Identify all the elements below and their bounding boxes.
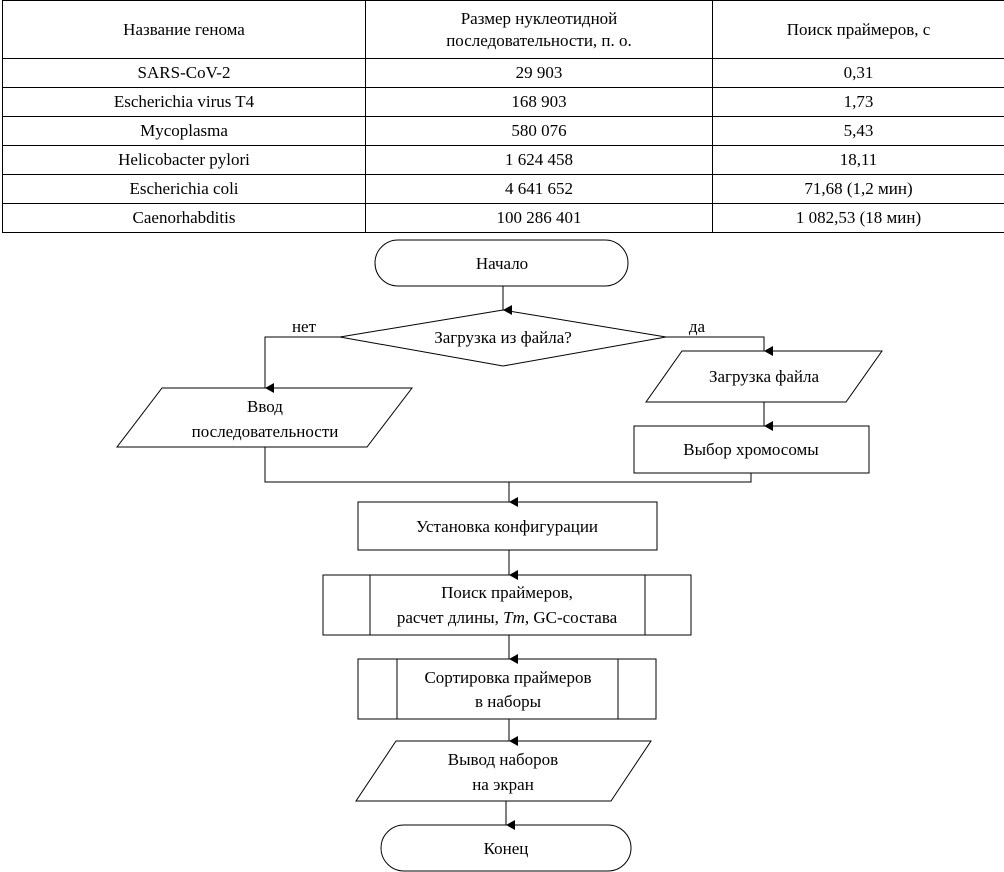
cell-genome-name: Escherichia coli <box>2 174 366 204</box>
cell-search-time: 1 082,53 (18 мин) <box>712 203 1004 233</box>
primer-search-line2-prefix: расчет длины, <box>397 608 503 627</box>
set-config-box <box>357 501 658 551</box>
output-sets-line2: на экран <box>472 775 534 794</box>
sort-primers-box <box>357 658 657 720</box>
cell-sequence-size: 168 903 <box>365 87 713 117</box>
header-search-time-line: Поиск праймеров, с <box>786 19 931 39</box>
sort-primers-line2: в наборы <box>475 692 542 711</box>
input-sequence-shape <box>115 387 414 448</box>
cell-genome-name: Caenorhabditis <box>2 203 366 233</box>
branch-no-label: нет <box>292 317 317 336</box>
cell-sequence-size: 580 076 <box>365 116 713 146</box>
output-sets-line1: Вывод наборов <box>448 750 558 769</box>
cell-genome-name: Mycoplasma <box>2 116 366 146</box>
sort-primers-line1: Сортировка праймеров <box>424 668 591 687</box>
primer-search-box <box>322 574 692 636</box>
table-row: Mycoplasma 580 076 5,43 <box>2 116 1004 146</box>
header-search-time: Поиск праймеров, с <box>712 0 1004 59</box>
header-sequence-size-line2: последовательности, п. о. <box>446 30 632 50</box>
table-row: Caenorhabditis 100 286 401 1 082,53 (18 … <box>2 203 1004 233</box>
header-sequence-size-line1: Размер нуклеотидной <box>460 8 618 28</box>
line-input-merge <box>264 447 509 483</box>
branch-yes-label: да <box>689 317 706 336</box>
primer-search-line2-suffix: , GC-состава <box>525 608 618 627</box>
set-config-label: Установка конфигурации <box>416 517 598 536</box>
cell-sequence-size: 4 641 652 <box>365 174 713 204</box>
cell-genome-name: Escherichia virus T4 <box>2 87 366 117</box>
cell-genome-name: SARS-CoV-2 <box>2 58 366 88</box>
cell-sequence-size: 100 286 401 <box>365 203 713 233</box>
start-label: Начало <box>476 254 528 273</box>
header-genome-name: Название генома <box>2 0 366 59</box>
primer-search-tm: Tm <box>503 608 525 627</box>
table-row: SARS-CoV-2 29 903 0,31 <box>2 58 1004 88</box>
input-sequence-line1: Ввод <box>247 397 283 416</box>
decision-label: Загрузка из файла? <box>434 328 572 347</box>
load-file-shape <box>645 350 883 403</box>
table-row: Escherichia coli 4 641 652 71,68 (1,2 ми… <box>2 174 1004 204</box>
end-label: Конец <box>484 839 529 858</box>
choose-chromosome-label: Выбор хромосомы <box>683 440 819 459</box>
cell-search-time: 5,43 <box>712 116 1004 146</box>
primer-search-line2: расчет длины, Tm, GC-состава <box>397 608 618 627</box>
arrow-decision-yes <box>666 336 773 356</box>
line-choose-merge <box>509 473 752 483</box>
decision-diamond <box>339 309 667 367</box>
header-sequence-size: Размер нуклеотидной последовательности, … <box>365 0 713 59</box>
start-terminator <box>374 239 629 287</box>
arrow-decision-no <box>264 336 340 393</box>
load-file-label: Загрузка файла <box>709 367 819 386</box>
primer-search-line1: Поиск праймеров, <box>441 583 573 602</box>
output-sets-shape <box>355 740 652 802</box>
header-genome-name-line: Название генома <box>123 19 245 39</box>
input-sequence-line2: последовательности <box>192 422 339 441</box>
cell-sequence-size: 1 624 458 <box>365 145 713 175</box>
table-header-row: Название генома Размер нуклеотидной посл… <box>2 0 1004 59</box>
genome-table: Название генома Размер нуклеотидной посл… <box>2 0 1004 233</box>
